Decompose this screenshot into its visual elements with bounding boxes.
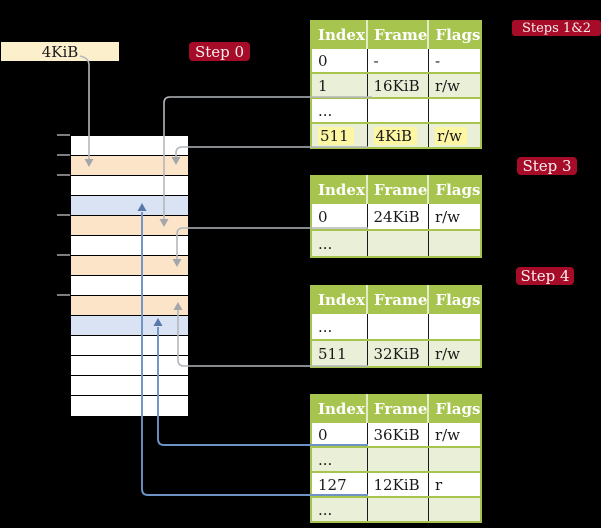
table-cell: ... bbox=[311, 230, 367, 257]
memory-frame-row bbox=[71, 196, 188, 216]
table-cell: r/w bbox=[427, 73, 482, 98]
table-cell: 127 bbox=[311, 472, 367, 497]
table-cell bbox=[427, 497, 482, 522]
memory-frame-row bbox=[71, 316, 188, 336]
table-cell: - bbox=[366, 48, 429, 73]
badge-step-4: Step 4 bbox=[516, 267, 574, 285]
table-cell: 4KiB bbox=[366, 123, 429, 148]
column-header-frame: Frame bbox=[365, 395, 429, 422]
table-cell bbox=[427, 230, 482, 257]
memory-frame-row bbox=[71, 296, 188, 316]
table-cell: ... bbox=[311, 98, 367, 123]
badge-step-0: Step 0 bbox=[189, 42, 250, 61]
table-row: ... bbox=[311, 447, 482, 472]
memory-frame-row bbox=[71, 396, 188, 416]
column-header-flags: Flags bbox=[427, 395, 482, 422]
table-cell: r bbox=[427, 472, 482, 497]
table-row: ... bbox=[311, 313, 482, 340]
badge-step-3: Step 3 bbox=[517, 157, 577, 175]
table-cell: 32KiB bbox=[366, 340, 429, 367]
badge-steps-1-2: Steps 1&2 bbox=[512, 20, 601, 36]
table-cell: 24KiB bbox=[366, 203, 429, 230]
physical-memory-column bbox=[70, 135, 189, 417]
table-cell: 1 bbox=[311, 73, 367, 98]
memory-frame-row bbox=[71, 356, 188, 376]
table-cell bbox=[366, 230, 429, 257]
memory-frame-row bbox=[71, 136, 188, 156]
table-cell: r/w bbox=[427, 340, 482, 367]
frame-boundary-tick bbox=[57, 134, 70, 136]
table-cell: r/w bbox=[427, 123, 482, 148]
column-header-frame: Frame bbox=[365, 21, 429, 48]
table-cell: ... bbox=[311, 447, 367, 472]
column-header-index: Index bbox=[311, 395, 367, 422]
table-cell: 12KiB bbox=[366, 472, 429, 497]
table-row: 0-- bbox=[311, 48, 482, 73]
memory-frame-row bbox=[71, 236, 188, 256]
table-cell bbox=[427, 447, 482, 472]
memory-frame-row bbox=[71, 336, 188, 356]
column-header-frame: Frame bbox=[365, 286, 429, 313]
table-cell bbox=[366, 497, 429, 522]
table-cell: r/w bbox=[427, 203, 482, 230]
table-cell: 0 bbox=[311, 48, 367, 73]
table-cell bbox=[427, 98, 482, 123]
table-cell bbox=[427, 313, 482, 340]
column-header-index: Index bbox=[311, 176, 367, 203]
table-row: ... bbox=[311, 98, 482, 123]
table-cell bbox=[366, 447, 429, 472]
memory-frame-row bbox=[71, 376, 188, 396]
memory-frame-row bbox=[71, 156, 188, 176]
frame-boundary-tick bbox=[57, 174, 70, 176]
column-header-flags: Flags bbox=[427, 286, 482, 313]
frame-boundary-tick bbox=[57, 294, 70, 296]
memory-frame-row bbox=[71, 216, 188, 236]
column-header-index: Index bbox=[311, 21, 367, 48]
table-cell: 0 bbox=[311, 422, 367, 447]
frame-size-label: 4KiB bbox=[1, 42, 119, 61]
frame-boundary-tick bbox=[57, 154, 70, 156]
frame-boundary-tick bbox=[57, 214, 70, 216]
memory-frame-row bbox=[71, 176, 188, 196]
table-cell: ... bbox=[311, 497, 367, 522]
table-cell: ... bbox=[311, 313, 367, 340]
memory-frame-row bbox=[71, 276, 188, 296]
column-header-flags: Flags bbox=[427, 176, 482, 203]
column-header-frame: Frame bbox=[365, 176, 429, 203]
table-cell: 511 bbox=[311, 123, 367, 148]
table-cell: 16KiB bbox=[366, 73, 429, 98]
column-header-index: Index bbox=[311, 286, 367, 313]
table-cell: 0 bbox=[311, 203, 367, 230]
table-row: ... bbox=[311, 230, 482, 257]
table-row: ... bbox=[311, 497, 482, 522]
table-cell bbox=[366, 98, 429, 123]
table-cell bbox=[366, 313, 429, 340]
table-cell: 511 bbox=[311, 340, 367, 367]
memory-frame-row bbox=[71, 256, 188, 276]
table-cell: - bbox=[427, 48, 482, 73]
table-cell: 36KiB bbox=[366, 422, 429, 447]
column-header-flags: Flags bbox=[427, 21, 482, 48]
frame-boundary-tick bbox=[57, 254, 70, 256]
table-cell: r/w bbox=[427, 422, 482, 447]
